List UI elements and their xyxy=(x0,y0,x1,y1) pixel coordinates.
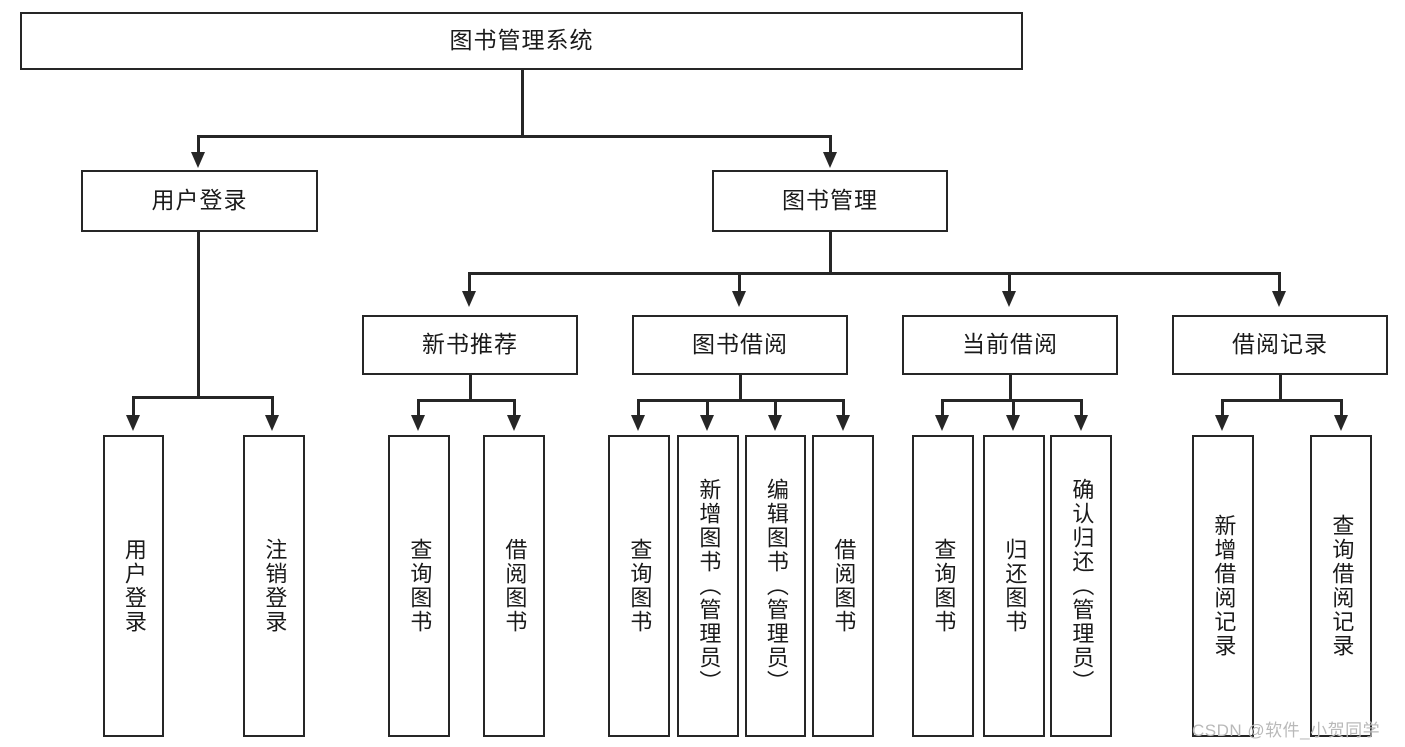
arrow-borrow-record xyxy=(1272,291,1286,307)
node-current-borrow[interactable]: 当前借阅 xyxy=(902,315,1118,375)
edge-borrow-trunk xyxy=(739,375,742,401)
node-leaf-confirm-return-label: 确认归还（管理员） xyxy=(1069,478,1095,694)
edge-user-login-trunk xyxy=(197,232,200,398)
edge-bm-c3 xyxy=(1008,272,1011,294)
edge-rc-c2 xyxy=(513,399,516,417)
node-leaf-query-record-label: 查询借阅记录 xyxy=(1329,514,1355,658)
node-leaf-return-book-label: 归还图书 xyxy=(1002,538,1028,634)
node-new-book-recommend[interactable]: 新书推荐 xyxy=(362,315,578,375)
edge-record-bar xyxy=(1221,399,1343,402)
node-leaf-return-book[interactable]: 归还图书 xyxy=(983,435,1045,737)
node-leaf-query-book-2[interactable]: 查询图书 xyxy=(608,435,670,737)
node-leaf-query-book-1-label: 查询图书 xyxy=(407,538,433,634)
node-leaf-edit-book-label: 编辑图书（管理员） xyxy=(763,478,789,694)
node-book-borrow-label: 图书借阅 xyxy=(692,331,788,358)
arrow-leaf-return-book xyxy=(1006,415,1020,431)
edge-bm-c1 xyxy=(468,272,471,294)
arrow-leaf-borrow-book-1 xyxy=(507,415,521,431)
arrow-to-user-login xyxy=(191,152,205,168)
arrow-leaf-query-book-1 xyxy=(411,415,425,431)
edge-user-login-c1 xyxy=(132,396,135,418)
node-leaf-edit-book[interactable]: 编辑图书（管理员） xyxy=(745,435,806,737)
edge-bb-c2 xyxy=(706,399,709,417)
edge-bb-c1 xyxy=(637,399,640,417)
node-leaf-add-book-label: 新增图书（管理员） xyxy=(696,478,722,694)
edge-bb-c4 xyxy=(842,399,845,417)
edge-br-c2 xyxy=(1340,399,1343,417)
edge-bm-c4 xyxy=(1278,272,1281,294)
edge-user-login-bar xyxy=(132,396,271,399)
arrow-leaf-user-logout xyxy=(265,415,279,431)
edge-to-book-manage xyxy=(829,135,832,157)
edge-book-manage-trunk xyxy=(829,232,832,274)
node-leaf-borrow-book-1[interactable]: 借阅图书 xyxy=(483,435,545,737)
node-leaf-confirm-return[interactable]: 确认归还（管理员） xyxy=(1050,435,1112,737)
node-leaf-add-record[interactable]: 新增借阅记录 xyxy=(1192,435,1254,737)
node-user-login-label: 用户登录 xyxy=(151,187,248,214)
edge-cb-c2 xyxy=(1012,399,1015,417)
edge-rc-c1 xyxy=(417,399,420,417)
edge-cb-c3 xyxy=(1080,399,1083,417)
node-leaf-add-record-label: 新增借阅记录 xyxy=(1211,514,1237,658)
node-leaf-query-book-3[interactable]: 查询图书 xyxy=(912,435,974,737)
node-book-manage[interactable]: 图书管理 xyxy=(712,170,948,232)
arrow-to-book-manage xyxy=(823,152,837,168)
node-root-label: 图书管理系统 xyxy=(449,27,594,54)
edge-root-split-bar xyxy=(197,135,829,138)
edge-borrow-bar xyxy=(637,399,844,402)
node-leaf-borrow-book-2[interactable]: 借阅图书 xyxy=(812,435,874,737)
edge-cb-c1 xyxy=(941,399,944,417)
arrow-leaf-add-record xyxy=(1215,415,1229,431)
arrow-leaf-confirm-return xyxy=(1074,415,1088,431)
edge-recommend-bar xyxy=(417,399,516,402)
csdn-watermark: CSDN @软件_小贺同学 xyxy=(1192,721,1381,740)
node-new-book-recommend-label: 新书推荐 xyxy=(422,331,518,358)
node-leaf-query-book-1[interactable]: 查询图书 xyxy=(388,435,450,737)
node-root-system[interactable]: 图书管理系统 xyxy=(20,12,1023,70)
arrow-leaf-add-book xyxy=(700,415,714,431)
node-book-borrow[interactable]: 图书借阅 xyxy=(632,315,848,375)
edge-bm-c2 xyxy=(738,272,741,294)
arrow-leaf-query-book-3 xyxy=(935,415,949,431)
node-leaf-query-book-2-label: 查询图书 xyxy=(627,538,653,634)
node-leaf-user-login-label: 用户登录 xyxy=(121,538,147,634)
arrow-leaf-borrow-book-2 xyxy=(836,415,850,431)
node-leaf-borrow-book-1-label: 借阅图书 xyxy=(502,538,528,634)
arrow-leaf-user-login xyxy=(126,415,140,431)
node-leaf-user-login[interactable]: 用户登录 xyxy=(103,435,164,737)
arrow-leaf-query-book-2 xyxy=(631,415,645,431)
node-leaf-add-book[interactable]: 新增图书（管理员） xyxy=(677,435,739,737)
edge-user-login-c2 xyxy=(271,396,274,418)
node-book-manage-label: 图书管理 xyxy=(782,187,878,214)
arrow-current-borrow xyxy=(1002,291,1016,307)
edge-br-c1 xyxy=(1221,399,1224,417)
node-current-borrow-label: 当前借阅 xyxy=(962,331,1058,358)
arrow-new-book-recommend xyxy=(462,291,476,307)
node-user-login[interactable]: 用户登录 xyxy=(81,170,318,232)
arrow-book-borrow xyxy=(732,291,746,307)
edge-bb-c3 xyxy=(774,399,777,417)
edge-to-user-login xyxy=(197,135,200,157)
edge-record-trunk xyxy=(1279,375,1282,401)
node-borrow-record-label: 借阅记录 xyxy=(1232,331,1328,358)
node-leaf-user-logout[interactable]: 注销登录 xyxy=(243,435,305,737)
node-leaf-query-book-3-label: 查询图书 xyxy=(931,538,957,634)
edge-current-trunk xyxy=(1009,375,1012,401)
node-leaf-borrow-book-2-label: 借阅图书 xyxy=(831,538,857,634)
arrow-leaf-query-record xyxy=(1334,415,1348,431)
edge-book-manage-bar xyxy=(468,272,1280,275)
node-leaf-user-logout-label: 注销登录 xyxy=(262,538,288,634)
edge-recommend-trunk xyxy=(469,375,472,401)
arrow-leaf-edit-book xyxy=(768,415,782,431)
node-leaf-query-record[interactable]: 查询借阅记录 xyxy=(1310,435,1372,737)
edge-root-trunk xyxy=(521,70,524,136)
node-borrow-record[interactable]: 借阅记录 xyxy=(1172,315,1388,375)
